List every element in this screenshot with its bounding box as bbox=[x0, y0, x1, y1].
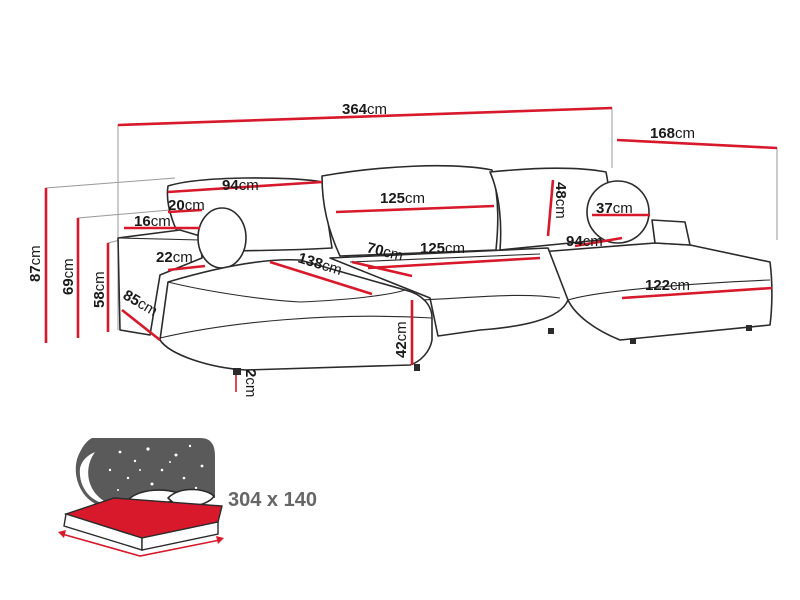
label-seat-height: 58cm bbox=[91, 271, 108, 308]
dimension-labels: 364cm 168cm 94cm 125cm 48cm 37cm 20cm 16… bbox=[27, 101, 695, 397]
label-back-cushion-height: 48cm bbox=[552, 182, 569, 219]
bed-size-label: 304 x 140 bbox=[228, 489, 317, 511]
label-arm-depth: 22cm bbox=[156, 249, 193, 266]
label-middle-seat-depth: 70cm bbox=[365, 239, 405, 264]
bed-function-icon bbox=[58, 438, 224, 557]
sofa-outline bbox=[117, 164, 773, 375]
dimension-lines bbox=[44, 106, 778, 392]
label-left-chaise-length: 138cm bbox=[296, 250, 344, 279]
label-right-chaise-width: 94cm bbox=[566, 233, 603, 250]
label-bolster-pillow: 37cm bbox=[596, 200, 633, 217]
moon-icon bbox=[79, 452, 110, 504]
label-total-width: 364cm bbox=[342, 101, 387, 118]
label-left-back-cushion: 94cm bbox=[222, 177, 259, 194]
night-sky-icon bbox=[75, 438, 215, 506]
label-total-height: 87cm bbox=[27, 245, 44, 282]
stars-icon bbox=[108, 444, 204, 491]
label-center-back-cushion: 125cm bbox=[380, 190, 425, 207]
label-right-depth: 168cm bbox=[650, 125, 695, 142]
label-back-thickness: 20cm bbox=[168, 197, 205, 214]
label-arm-width: 16cm bbox=[134, 213, 171, 230]
label-chaise-front-height: 42cm bbox=[393, 321, 410, 358]
label-arm-height: 69cm bbox=[60, 258, 77, 295]
label-middle-seat-width: 125cm bbox=[420, 240, 465, 257]
label-right-chaise-length: 122cm bbox=[645, 277, 690, 294]
label-leg-height: 2cm bbox=[242, 369, 259, 397]
